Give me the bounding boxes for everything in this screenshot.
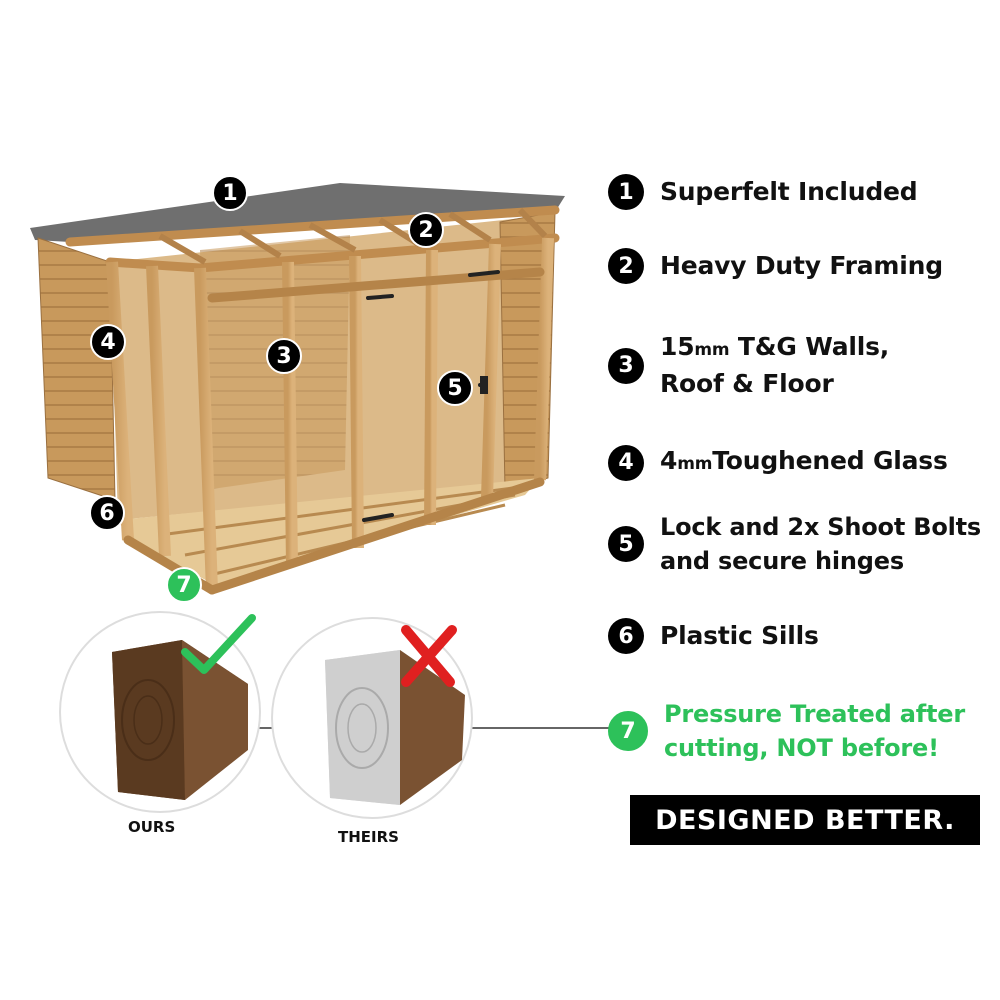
check-mark-icon	[181, 614, 256, 674]
pin-1-badge: 1	[212, 175, 248, 211]
feature-4-text: 4mmToughened Glass	[660, 446, 948, 475]
feature-7: 7 Pressure Treated after cutting, NOT be…	[608, 697, 965, 765]
ours-label: OURS	[128, 818, 176, 836]
designed-better-banner: DESIGNED BETTER.	[630, 795, 980, 845]
theirs-label: THEIRS	[338, 828, 399, 846]
feature-5-text: Lock and 2x Shoot Bolts and secure hinge…	[660, 513, 982, 575]
feature-4-number: 4	[608, 444, 644, 481]
feature-3-text: 15mm T&G Walls, Roof & Floor	[660, 332, 890, 398]
cross-mark-icon	[401, 625, 457, 687]
left-wall	[37, 237, 116, 501]
feature-4: 4 4mmToughened Glass	[608, 444, 948, 481]
feature-2-text: Heavy Duty Framing	[660, 251, 943, 280]
ours-timber	[112, 640, 248, 800]
feature-6-text: Plastic Sills	[660, 621, 819, 650]
feature-7-number: 7	[608, 711, 648, 751]
feature-6-number: 6	[608, 618, 644, 654]
feature-5: 5 Lock and 2x Shoot Bolts and secure hin…	[608, 510, 981, 578]
pin-4-badge: 4	[90, 324, 126, 360]
feature-2: 2 Heavy Duty Framing	[608, 248, 943, 284]
feature-1-text: Superfelt Included	[660, 177, 918, 206]
roof-felt	[30, 183, 565, 242]
door-lock	[480, 376, 488, 394]
pin-6-badge: 6	[89, 495, 125, 531]
pin-7-badge: 7	[166, 567, 202, 603]
feature-6: 6 Plastic Sills	[608, 618, 819, 654]
feature-2-number: 2	[608, 248, 644, 284]
feature-5-number: 5	[608, 526, 644, 562]
feature-1: 1 Superfelt Included	[608, 174, 918, 210]
feature-1-number: 1	[608, 174, 644, 210]
pin-3-badge: 3	[266, 338, 302, 374]
feature-3-number: 3	[608, 347, 644, 384]
pin-2-badge: 2	[408, 212, 444, 248]
feature-3: 3 15mm T&G Walls, Roof & Floor	[608, 330, 889, 401]
feature-7-text: Pressure Treated after cutting, NOT befo…	[664, 700, 965, 762]
pin-5-badge: 5	[437, 370, 473, 406]
theirs-timber	[325, 650, 465, 805]
